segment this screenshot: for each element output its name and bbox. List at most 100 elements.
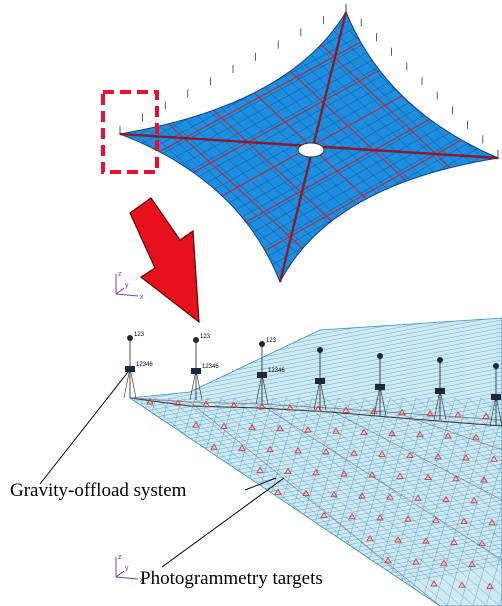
photogrammetry-target [488,518,496,526]
photogrammetry-target [284,467,292,475]
photogrammetry-target [286,404,294,411]
photogrammetry-targets-label: Photogrammetry targets [140,568,323,589]
axis-x-label: x [140,294,144,301]
photogrammetry-target [274,488,282,495]
photogrammetry-target [248,423,256,431]
photogrammetry-target [470,496,478,504]
down-left-arrow-icon [129,197,200,324]
photogrammetry-target [414,494,422,501]
gravity-offload-hanger: 123 12346 [255,338,285,405]
photogrammetry-target [332,427,340,434]
photogrammetry-target [348,512,356,520]
photogrammetry-target [472,433,480,440]
photogrammetry-target [366,534,374,542]
photogrammetry-target [468,560,476,567]
node-constraint-label: 12346 [136,362,153,368]
photogrammetry-target [378,450,386,457]
photogrammetry-targets [146,398,498,589]
photogrammetry-target [192,421,200,428]
node-constraint-label: 12346 [268,368,285,374]
photogrammetry-target [258,402,266,410]
photogrammetry-target [322,448,330,455]
photogrammetry-target [276,424,284,432]
photogrammetry-target [454,411,462,418]
photogrammetry-target [486,582,494,589]
gravity-offload-hangers: 123 12346 123 12346 123 12346 [123,332,502,427]
photogrammetry-target [340,470,348,477]
photogrammetry-target [312,468,320,476]
photogrammetry-target [412,558,420,565]
photogrammetry-target [440,559,448,566]
photogrammetry-target [434,452,442,460]
photogrammetry-target [432,516,440,523]
detail-membrane-surface [128,317,502,606]
axis-triad-icon: z x y [115,554,144,584]
photogrammetry-target [330,490,338,498]
photogrammetry-target [360,428,368,435]
photogrammetry-target [386,493,394,500]
axis-y-label: y [125,282,129,289]
photogrammetry-target [398,408,406,416]
photogrammetry-target [450,538,458,545]
leader-line-gravity [39,371,129,485]
photogrammetry-target [404,515,412,522]
axis-x-label: x [140,577,144,584]
photogrammetry-target [394,536,402,543]
gravity-offload-hanger [313,347,327,411]
central-hub [297,142,325,158]
photogrammetry-target [320,511,328,519]
photogrammetry-target [256,466,264,473]
photogrammetry-target [294,446,302,454]
photogrammetry-target [396,472,404,479]
photogrammetry-target [238,444,246,451]
photogrammetry-target [480,476,488,483]
photogrammetry-target [424,473,432,481]
photogrammetry-target [430,580,438,587]
leader-line-gravity-target [244,477,277,491]
photogrammetry-target [426,410,434,417]
corner-detail: 123 12346 123 12346 123 12346 [123,317,502,606]
gravity-offload-hanger: 123 12346 [123,332,153,399]
photogrammetry-target [388,429,396,437]
photogrammetry-target [422,537,430,544]
detail-membrane-seams [189,401,502,606]
photogrammetry-target [458,581,466,588]
leader-line-photogrammetry [161,477,285,568]
photogrammetry-target [202,400,210,407]
photogrammetry-target [370,407,378,415]
photogrammetry-target [442,495,450,503]
photogrammetry-target [314,405,322,412]
photogrammetry-target [444,432,452,439]
photogrammetry-target [490,455,498,462]
photogrammetry-target [482,412,490,419]
node-constraint-label: 12346 [202,364,219,370]
photogrammetry-target [350,449,358,456]
photogrammetry-target [358,492,366,499]
photogrammetry-target [174,399,182,406]
edge-supports [119,4,499,158]
edge-cable [129,397,502,427]
photogrammetry-target [368,471,376,478]
gravity-offload-hanger: 123 12346 [189,334,219,401]
photogrammetry-target [406,451,414,459]
photogrammetry-target [220,422,228,429]
node-constraint-label: 123 [134,332,145,338]
photogrammetry-target [230,401,238,409]
photogrammetry-target [384,556,392,564]
photogrammetry-target [146,398,154,405]
photogrammetry-target [304,426,312,433]
node-constraint-label: 123 [200,334,211,340]
node-constraint-label: 123 [266,338,277,344]
axis-y-label: y [125,565,129,572]
photogrammetry-target [462,454,470,461]
gravity-offload-hanger [433,357,447,421]
dashed-highlight-box [101,90,159,174]
photogrammetry-target [416,430,424,438]
photogrammetry-target [342,406,350,413]
photogrammetry-target [478,539,486,547]
gravity-offload-hanger [373,353,387,417]
gravity-offload-label: Gravity-offload system [10,480,187,501]
gravity-offload-hanger [489,363,502,427]
photogrammetry-target [452,474,460,482]
